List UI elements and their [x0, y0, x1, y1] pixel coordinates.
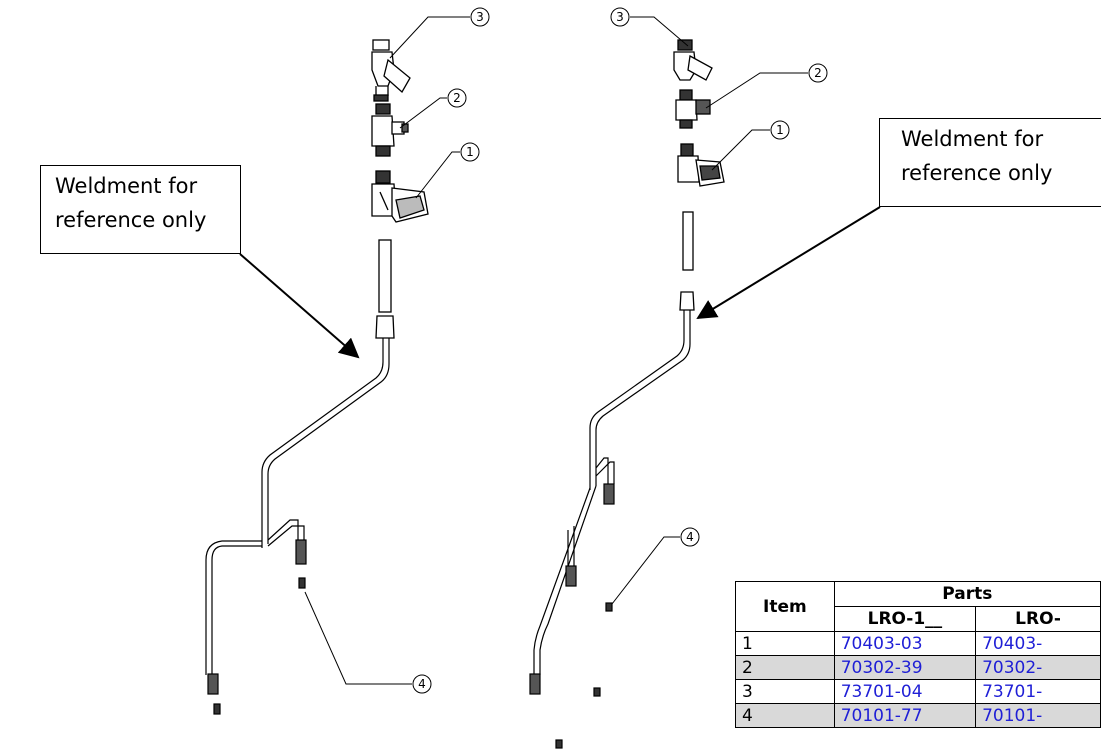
right-pipe-nipple	[682, 211, 694, 271]
table-row: 4 70101-77 70101-	[735, 703, 1101, 728]
right-assembly	[529, 39, 725, 749]
left-solenoid-part	[371, 170, 429, 223]
part-number-link[interactable]: 73701-04	[833, 679, 977, 704]
callout-right-4: 4	[686, 530, 694, 544]
callout-right-1: 1	[776, 123, 784, 137]
part-number-link[interactable]: 70403-03	[833, 631, 977, 656]
parts-column-header: Parts	[833, 581, 1101, 607]
left-check-valve-part	[371, 103, 409, 157]
right-check-valve-part	[675, 89, 711, 129]
right-solenoid-part	[677, 143, 725, 187]
left-pipe-nipple	[378, 239, 392, 313]
callout-right-2: 2	[814, 66, 822, 80]
left-strainer-part	[371, 39, 411, 102]
part-number-link[interactable]: 70403-	[975, 631, 1101, 656]
right-tube-weldment	[529, 310, 691, 749]
callout-left-2: 2	[453, 91, 461, 105]
item-number: 4	[735, 703, 835, 728]
right-union-fitting	[679, 291, 695, 311]
table-row: 3 73701-04 73701-	[735, 679, 1101, 704]
right-note-arrow	[696, 206, 881, 320]
left-tube-weldment	[205, 338, 390, 715]
part-number-link[interactable]: 73701-	[975, 679, 1101, 704]
part-number-link[interactable]: 70101-	[975, 703, 1101, 728]
right-strainer-part	[673, 39, 713, 81]
left-note-line-2: reference only	[55, 208, 207, 232]
item-number: 3	[735, 679, 835, 704]
table-row: 2 70302-39 70302-	[735, 655, 1101, 680]
model-1-header: LRO-1__	[833, 606, 977, 632]
item-column-header: Item	[735, 581, 835, 632]
left-note-line-1: Weldment for	[55, 174, 198, 198]
part-number-link[interactable]: 70302-	[975, 655, 1101, 680]
parts-table: Item Parts LRO-1__ LRO- 1 70403-03 70403…	[735, 581, 1101, 728]
part-number-link[interactable]: 70101-77	[833, 703, 977, 728]
table-row: 1 70403-03 70403-	[735, 631, 1101, 656]
callout-balloons	[412, 7, 828, 694]
item-number: 2	[735, 655, 835, 680]
callout-leaders	[304, 16, 808, 685]
left-union-fitting	[375, 315, 395, 339]
part-number-link[interactable]: 70302-39	[833, 655, 977, 680]
callout-right-3: 3	[616, 10, 624, 24]
callout-left-4: 4	[418, 677, 426, 691]
right-note-line-2: reference only	[901, 161, 1053, 185]
item-number: 1	[735, 631, 835, 656]
callout-left-1: 1	[466, 145, 474, 159]
left-note-arrow	[239, 253, 360, 359]
model-2-header: LRO-	[975, 606, 1101, 632]
right-note-line-1: Weldment for	[901, 127, 1044, 151]
callout-left-3: 3	[476, 10, 484, 24]
left-reference-note: Weldment for reference only	[40, 165, 241, 254]
right-reference-note: Weldment for reference only	[879, 118, 1101, 207]
left-assembly	[205, 39, 429, 715]
